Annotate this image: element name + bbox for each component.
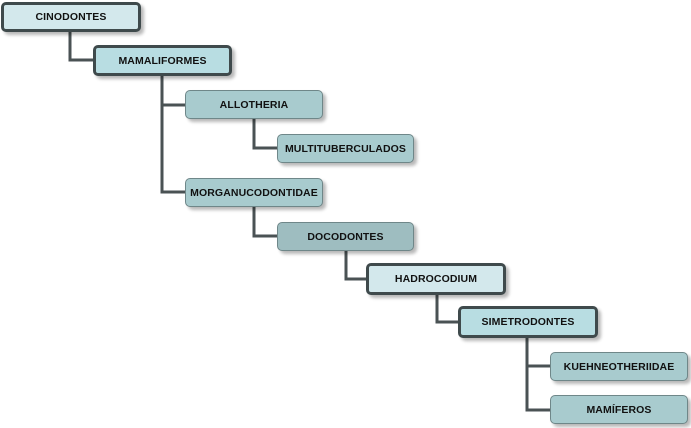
node-label: MORGANUCODONTIDAE — [190, 186, 318, 199]
node-multituberculados: MULTITUBERCULADOS — [277, 134, 414, 163]
node-simetrodontes: SIMETRODONTES — [458, 306, 598, 338]
node-kuehneotheriidae: KUEHNEOTHERIIDAE — [550, 352, 688, 381]
link-mamaliformes-children — [160, 75, 185, 194]
node-cinodontes: CINODONTES — [1, 2, 141, 32]
node-label: ALLOTHERIA — [219, 98, 289, 111]
node-morganucodontidae: MORGANUCODONTIDAE — [185, 178, 323, 207]
node-label: MULTITUBERCULADOS — [284, 142, 407, 155]
node-allotheria: ALLOTHERIA — [185, 90, 323, 119]
link-morganucodontidae-docodontes — [252, 207, 277, 238]
link-simetrodontes-children — [525, 337, 550, 412]
node-label: SIMETRODONTES — [481, 316, 575, 328]
node-label: DOCODONTES — [307, 230, 384, 243]
link-hadrocodium-simetrodontes — [435, 294, 459, 324]
node-label: CINODONTES — [35, 11, 107, 23]
node-docodontes: DOCODONTES — [277, 222, 414, 251]
node-label: HADROCODIUM — [394, 273, 478, 285]
link-allotheria-multituberculados — [252, 119, 277, 150]
link-cinodontes-mamaliformes — [68, 31, 94, 62]
node-mamaliformes: MAMALIFORMES — [93, 45, 232, 76]
node-label: KUEHNEOTHERIIDAE — [563, 360, 675, 373]
node-label: MAMALIFORMES — [118, 54, 207, 67]
node-hadrocodium: HADROCODIUM — [366, 263, 506, 295]
node-mamiferos: MAMÍFEROS — [550, 395, 688, 424]
link-docodontes-hadrocodium — [344, 251, 367, 281]
node-label: MAMÍFEROS — [586, 403, 652, 416]
